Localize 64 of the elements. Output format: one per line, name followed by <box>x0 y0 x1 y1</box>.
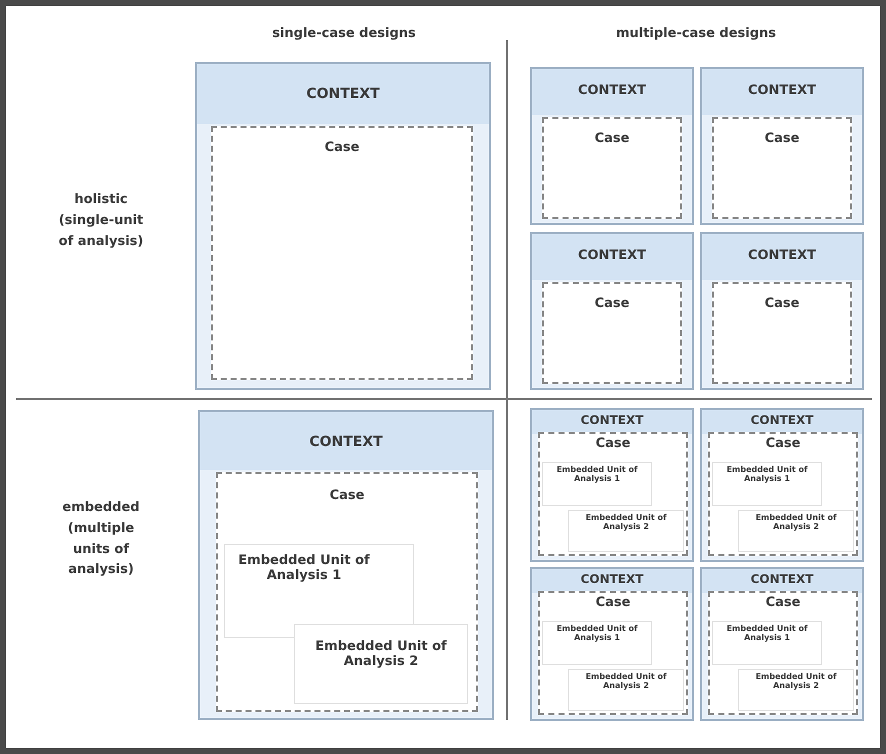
case-box <box>712 282 852 384</box>
context-heading: CONTEXT <box>305 86 381 102</box>
embedded-unit-box <box>568 510 684 552</box>
context-heading: CONTEXT <box>746 248 818 263</box>
case-box <box>542 117 682 219</box>
context-heading: CONTEXT <box>580 413 644 427</box>
case-box <box>708 591 858 715</box>
unit-label: Embedded Unit of Analysis 1 <box>237 553 371 583</box>
embedded-unit-box <box>712 462 822 506</box>
embedded-unit-box <box>224 544 414 638</box>
unit-label: Embedded Unit of Analysis 2 <box>584 672 668 690</box>
embedded-unit-box <box>542 621 652 665</box>
context-box <box>530 67 694 225</box>
column-heading: single-case designs <box>271 25 417 43</box>
context-box <box>700 567 864 721</box>
embedded-unit-box <box>542 462 652 506</box>
unit-label: Embedded Unit of Analysis 1 <box>726 624 808 642</box>
case-heading: Case <box>594 595 632 610</box>
unit-label: Embedded Unit of Analysis 1 <box>556 624 638 642</box>
embedded-unit-box <box>294 624 468 704</box>
embedded-unit-box <box>712 621 822 665</box>
context-heading: CONTEXT <box>580 572 644 586</box>
case-box <box>708 432 858 556</box>
context-heading: CONTEXT <box>308 434 384 450</box>
unit-label: Embedded Unit of Analysis 2 <box>584 513 668 531</box>
case-heading: Case <box>764 595 802 610</box>
row-heading: holistic (single-unit of analysis) <box>58 191 144 251</box>
context-heading: CONTEXT <box>576 83 648 98</box>
case-box <box>542 282 682 384</box>
case-heading: Case <box>328 488 366 503</box>
context-box <box>700 232 864 390</box>
embedded-unit-box <box>738 669 854 711</box>
unit-label: Embedded Unit of Analysis 2 <box>754 513 838 531</box>
case-heading: Case <box>594 296 630 311</box>
context-heading: CONTEXT <box>750 413 814 427</box>
context-heading: CONTEXT <box>746 83 818 98</box>
case-heading: Case <box>324 140 360 155</box>
context-box <box>700 67 864 225</box>
unit-label: Embedded Unit of Analysis 1 <box>556 465 638 483</box>
unit-label: Embedded Unit of Analysis 1 <box>726 465 808 483</box>
case-box <box>538 591 688 715</box>
context-box <box>198 410 494 720</box>
case-heading: Case <box>594 436 632 451</box>
embedded-unit-box <box>568 669 684 711</box>
case-heading: Case <box>764 131 800 146</box>
embedded-unit-box <box>738 510 854 552</box>
unit-label: Embedded Unit of Analysis 2 <box>754 672 838 690</box>
context-heading: CONTEXT <box>750 572 814 586</box>
case-box <box>216 472 478 712</box>
row-heading: embedded (multiple units of analysis) <box>61 499 141 580</box>
context-box <box>530 408 694 562</box>
case-heading: Case <box>764 296 800 311</box>
case-box <box>538 432 688 556</box>
context-box <box>530 567 694 721</box>
case-heading: Case <box>594 131 630 146</box>
context-heading: CONTEXT <box>576 248 648 263</box>
context-box <box>195 62 491 390</box>
context-box <box>530 232 694 390</box>
context-box <box>700 408 864 562</box>
column-heading: multiple-case designs <box>614 25 778 43</box>
case-heading: Case <box>764 436 802 451</box>
case-box <box>211 126 473 380</box>
case-box <box>712 117 852 219</box>
unit-label: Embedded Unit of Analysis 2 <box>314 639 448 669</box>
